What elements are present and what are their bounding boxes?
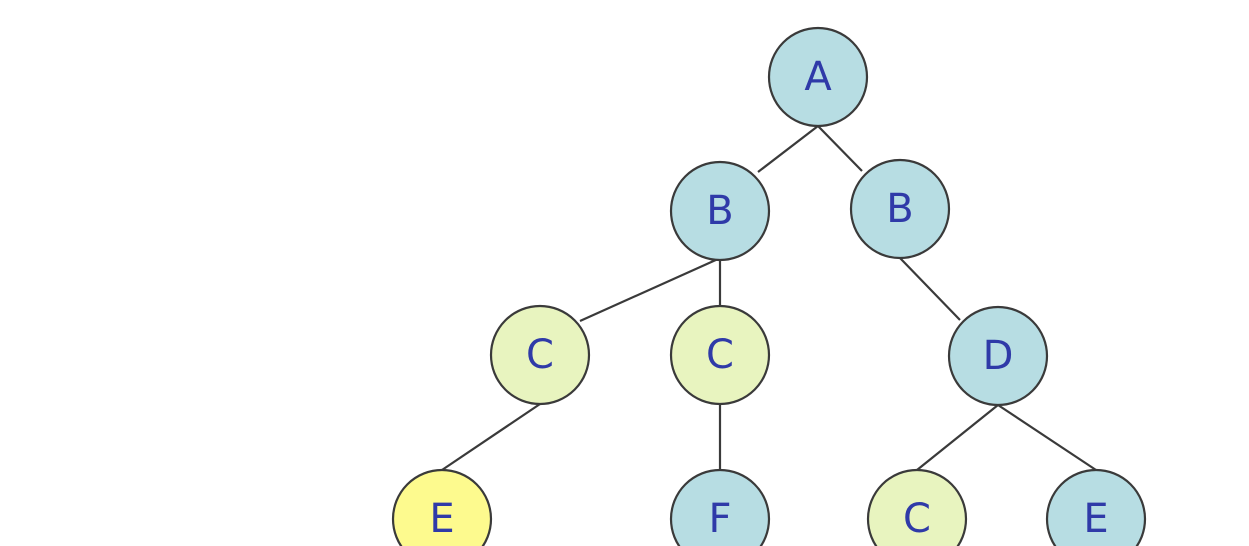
node-label: F (708, 496, 731, 542)
node-circle (866, 468, 968, 546)
node-circle (391, 468, 493, 546)
node-circle (669, 160, 771, 262)
edge-d-e2 (997, 404, 1097, 471)
node-e2: E (1045, 468, 1147, 546)
node-d: D (947, 305, 1049, 407)
node-label: A (804, 54, 832, 100)
node-label: D (983, 333, 1014, 379)
node-circle (849, 158, 951, 260)
node-label: B (886, 186, 913, 232)
node-a: A (767, 26, 869, 128)
node-c3: C (866, 468, 968, 546)
node-c2: C (669, 304, 771, 406)
node-circle (669, 304, 771, 406)
node-label: B (706, 188, 733, 234)
node-label: E (1083, 496, 1108, 542)
node-b2: B (849, 158, 951, 260)
node-label: C (706, 332, 734, 378)
node-label: E (429, 496, 454, 542)
node-c1: C (489, 304, 591, 406)
node-label: C (526, 332, 554, 378)
node-circle (767, 26, 869, 128)
edge-d-c3 (916, 404, 999, 471)
edge-a-b1 (757, 125, 819, 173)
nodes-layer: A B B C C D E F C E (391, 26, 1147, 546)
node-e1: E (391, 468, 493, 546)
node-b1: B (669, 160, 771, 262)
node-f: F (669, 468, 771, 546)
node-circle (669, 468, 771, 546)
edge-b2-d (899, 257, 961, 321)
edge-b1-c1 (579, 257, 719, 323)
node-label: C (903, 496, 931, 542)
node-circle (947, 305, 1049, 407)
node-circle (1045, 468, 1147, 546)
edges-layer (441, 125, 1097, 471)
edge-a-b2 (817, 125, 863, 172)
edge-c1-e1 (441, 403, 541, 471)
node-circle (489, 304, 591, 406)
